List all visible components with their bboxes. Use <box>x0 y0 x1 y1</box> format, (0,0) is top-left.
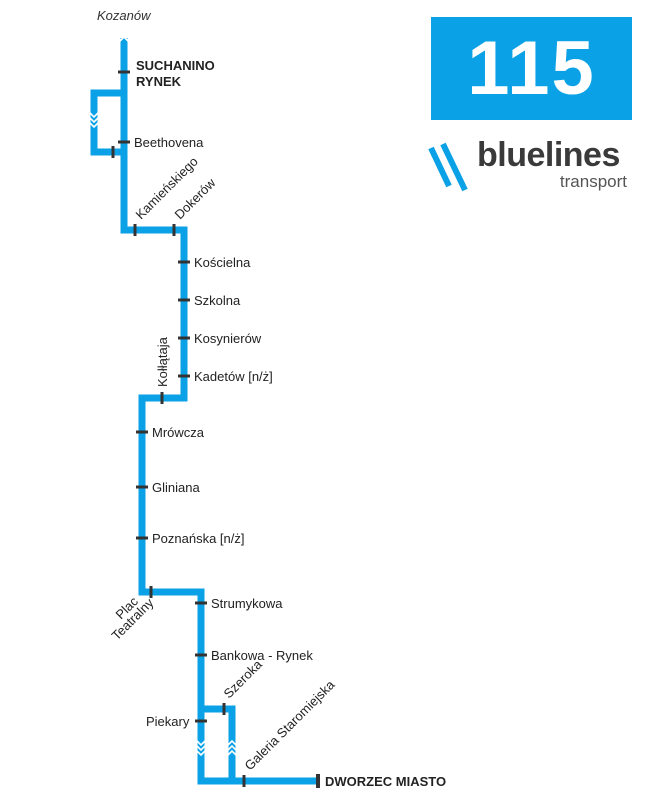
stop-label-kollataja: Kołłątaja <box>155 336 170 387</box>
stop-label-strumykowa: Strumykowa <box>211 596 283 611</box>
route-loop-lower <box>201 705 236 781</box>
stop-label-piekary: Piekary <box>146 714 190 729</box>
stop-label-dworzec: DWORZEC MIASTO <box>325 774 446 789</box>
route-line <box>120 38 320 785</box>
stop-label-gliniana: Gliniana <box>152 480 200 495</box>
stop-label-beethovena: Beethovena <box>134 135 204 150</box>
stop-label-kosynierow: Kosynierów <box>194 331 262 346</box>
destination-label: Kozanów <box>97 8 152 23</box>
route-number-box: 115 <box>431 17 632 120</box>
direction-arrows-loop-upper <box>89 112 99 129</box>
direction-arrows-top <box>119 30 129 42</box>
stop-label-suchanino: SUCHANINO <box>136 58 215 73</box>
stop-label-bankowa: Bankowa - Rynek <box>211 648 313 663</box>
brand-name: bluelines <box>477 136 620 174</box>
stop-label-koscielna: Kościelna <box>194 255 251 270</box>
direction-arrows-loop-lower-down <box>196 740 206 757</box>
stop-label-poznanska: Poznańska [n/ż] <box>152 531 245 546</box>
stop-label-galeria: Galeria Staromiejska <box>242 677 338 773</box>
stop-label-rynek: RYNEK <box>136 74 182 89</box>
brand-subtitle: transport <box>559 172 627 191</box>
route-number: 115 <box>467 26 596 111</box>
direction-arrows-loop-lower-up <box>227 739 237 756</box>
stop-label-szkolna: Szkolna <box>194 293 241 308</box>
brand-logo: bluelines transport <box>425 136 635 200</box>
bluelines-stripes-icon <box>428 142 468 192</box>
stop-label-mrowcza: Mrówcza <box>152 425 205 440</box>
stop-label-kadetow: Kadetów [n/ż] <box>194 369 273 384</box>
